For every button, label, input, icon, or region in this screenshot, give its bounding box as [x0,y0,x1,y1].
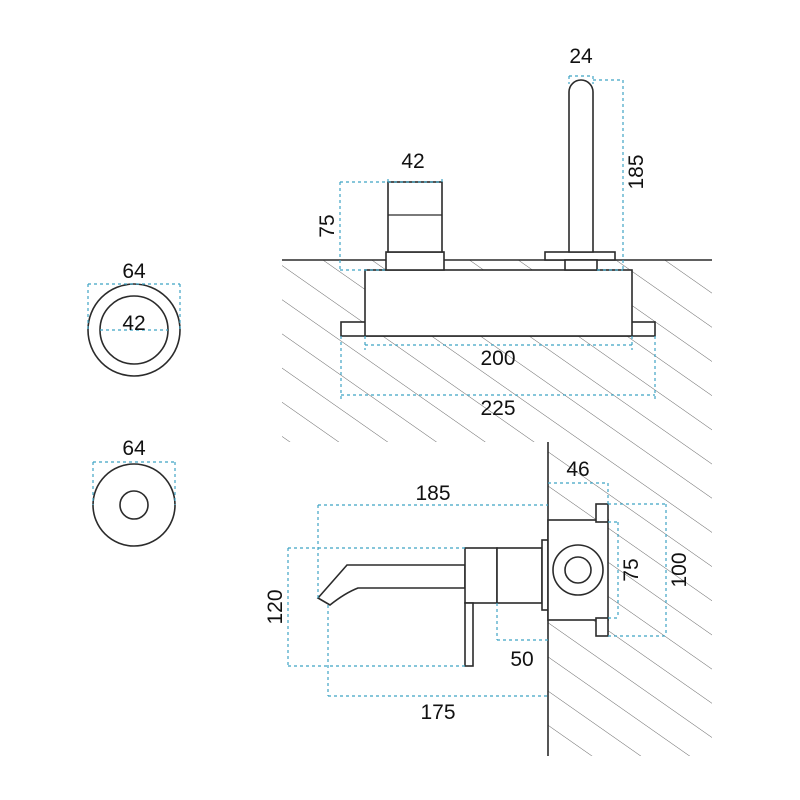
dim-side-reach: 185 [415,482,450,505]
top-view: 42 75 24 185 200 225 [282,45,712,442]
spout-tube [568,79,594,253]
rosette-spout-view: 64 42 [87,260,181,377]
spout-base [544,251,616,261]
side-view: 46 185 120 50 175 75 100 [264,442,712,756]
dim-rosette-spout-outer: 64 [122,260,146,283]
dim-side-handle-offset: 50 [510,648,533,671]
dim-top-handle-height: 75 [316,214,339,237]
side-box-bottom-tab [595,617,609,637]
dim-top-spout-height: 185 [625,154,648,189]
spout-flange [564,259,598,271]
handle-base [385,251,445,271]
rosette-handle-view: 64 [92,437,176,547]
dim-rosette-handle-outer: 64 [122,437,146,460]
side-box-inner-ring [564,556,592,584]
dim-side-height: 120 [264,589,287,624]
handle [387,181,443,253]
side-body [496,547,543,604]
dim-side-plate-height: 100 [668,552,691,587]
dim-top-plate-width: 225 [480,397,515,420]
side-flange [541,539,549,611]
dim-side-box-height: 75 [620,558,643,581]
dim-side-reach-lower: 175 [420,701,455,724]
side-handle [464,547,498,604]
dim-top-spout-diameter: 24 [569,45,593,68]
side-lever [464,602,474,667]
dim-top-body-width: 200 [480,347,515,370]
dim-side-wall-depth: 46 [566,458,589,481]
dim-top-handle-width: 42 [401,150,424,173]
side-box-top-tab [595,503,609,523]
rosette-handle-inner [119,490,149,520]
dim-rosette-spout-inner: 42 [122,312,145,335]
side-spout [316,564,466,606]
mixer-body [364,269,633,337]
